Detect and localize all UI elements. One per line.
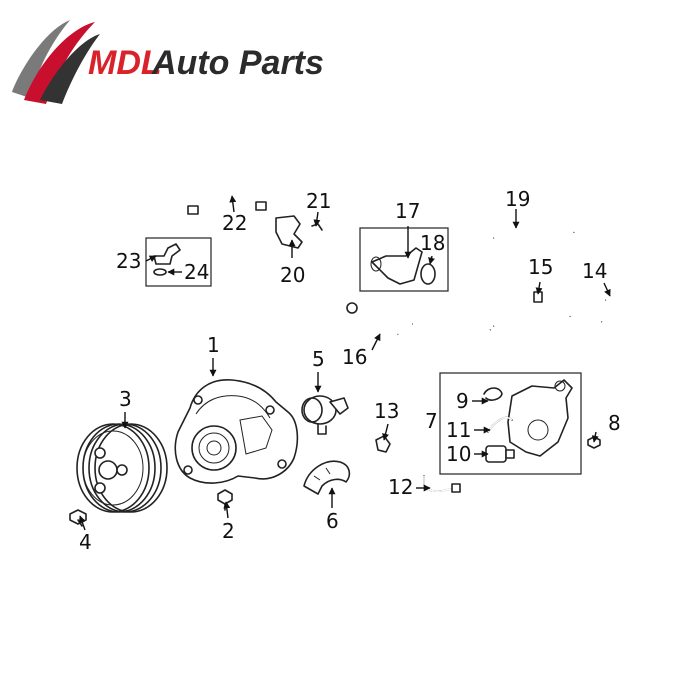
callout-11: 11 — [446, 418, 471, 442]
callout-16: 16 — [342, 345, 367, 369]
brand-logo: MDL Auto Parts — [12, 20, 324, 104]
hose-12 — [423, 475, 461, 493]
coolant-pipe-19 — [493, 214, 578, 241]
callout-6: 6 — [326, 509, 339, 533]
sensor-10 — [485, 445, 515, 463]
pulley — [76, 423, 168, 513]
fitting-23 — [153, 243, 181, 265]
thermostat-housing — [507, 379, 573, 457]
group-box-23 — [145, 237, 212, 287]
bolt-4 — [69, 509, 87, 527]
callout-19: 19 — [505, 187, 530, 211]
hose-22 — [187, 189, 267, 215]
clamp-9 — [483, 387, 503, 401]
coolant-pipe-15 — [492, 289, 573, 329]
callout-12: 12 — [388, 475, 413, 499]
callout-13: 13 — [374, 399, 399, 423]
callout-18: 18 — [420, 231, 445, 255]
callout-23: 23 — [116, 249, 141, 273]
group-box-7 — [439, 372, 582, 475]
logo-auto-parts: Auto Parts — [151, 44, 324, 82]
hose-14 — [600, 295, 629, 327]
callout-15: 15 — [528, 255, 553, 279]
callout-4: 4 — [79, 530, 92, 554]
callout-5: 5 — [312, 347, 325, 371]
callout-10: 10 — [446, 442, 471, 466]
callout-2: 2 — [222, 519, 235, 543]
clip-21 — [311, 223, 323, 231]
callout-1: 1 — [207, 333, 220, 357]
group-box-17 — [359, 227, 449, 292]
logo-mdl: MDL — [88, 44, 162, 82]
callout-14: 14 — [582, 259, 607, 283]
seal-ring-18 — [420, 263, 436, 285]
aux-water-pump — [301, 395, 349, 435]
heat-shield — [303, 460, 351, 495]
callout-22: 22 — [222, 211, 247, 235]
callout-24: 24 — [184, 260, 209, 284]
callout-7: 7 — [425, 409, 438, 433]
o-ring-24 — [153, 268, 167, 276]
callout-21: 21 — [306, 189, 331, 213]
callout-20: 20 — [280, 263, 305, 287]
clip-13 — [375, 435, 391, 453]
callout-8: 8 — [608, 411, 621, 435]
callout-17: 17 — [395, 199, 420, 223]
callout-9: 9 — [456, 389, 469, 413]
outlet-17 — [370, 247, 423, 285]
callout-3: 3 — [119, 387, 132, 411]
logo-swoosh-icon — [12, 20, 70, 98]
callout-labels: 1 2 3 4 5 6 7 8 9 10 11 12 13 14 15 16 1… — [79, 187, 621, 554]
bracket-20 — [275, 215, 303, 249]
coolant-pipe-16 — [346, 302, 492, 347]
leader-lines — [78, 195, 611, 531]
water-pump-housing — [174, 379, 299, 484]
bolt-2 — [217, 489, 233, 511]
